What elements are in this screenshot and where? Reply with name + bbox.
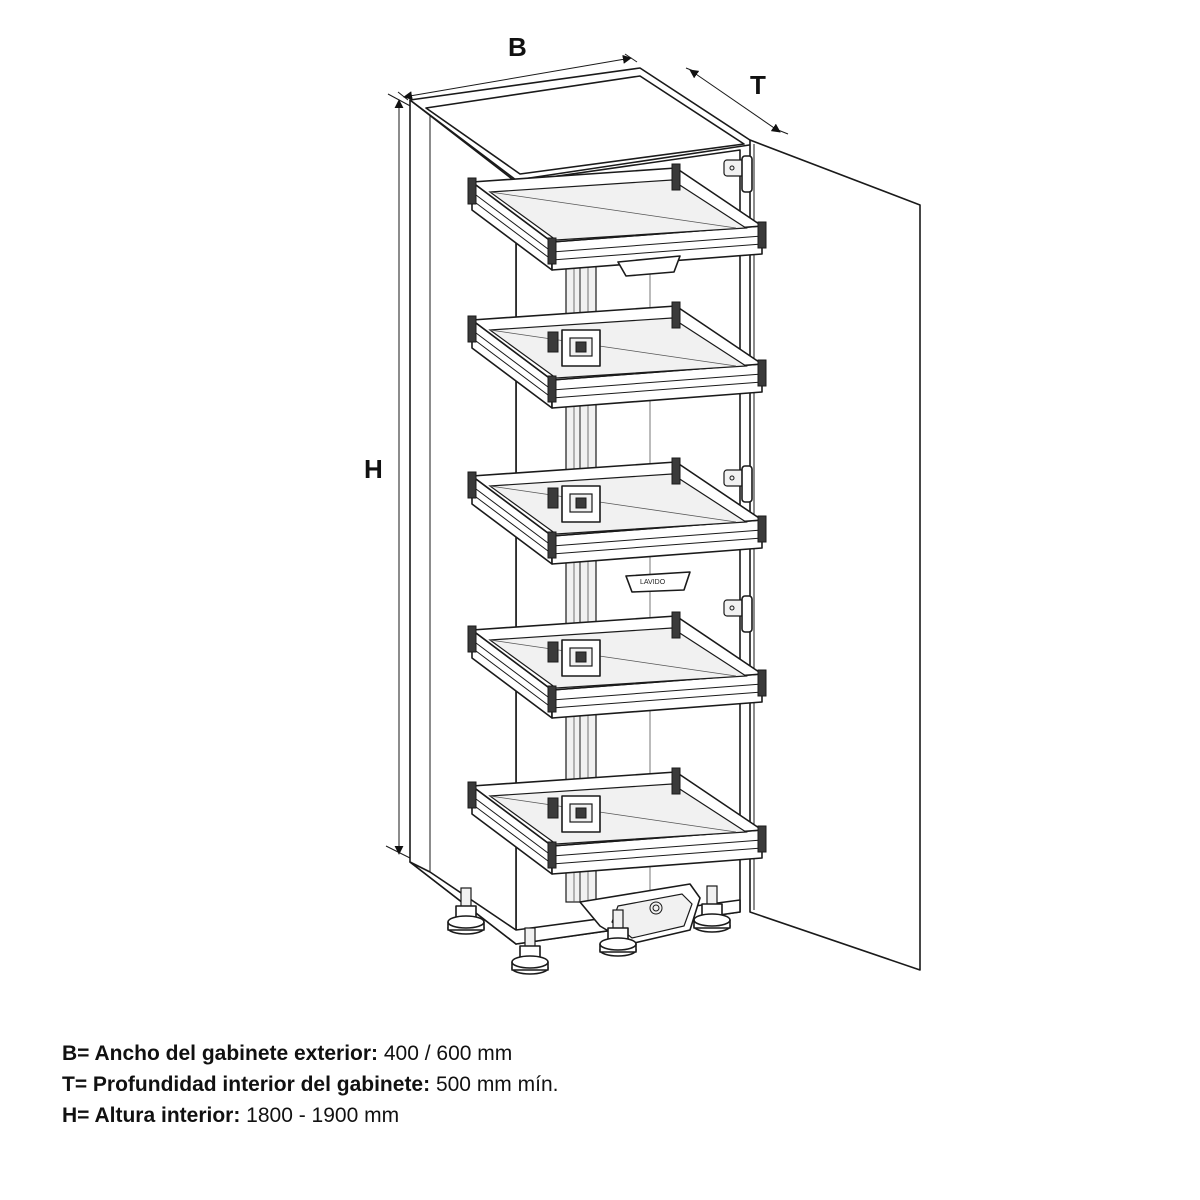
legend-key: T= Profundidad interior del gabinete: bbox=[62, 1073, 431, 1096]
dimension-b: B bbox=[397, 32, 638, 101]
hinge-icon bbox=[723, 465, 753, 503]
top-plate bbox=[617, 255, 681, 277]
legend-value: 500 mm mín. bbox=[430, 1073, 559, 1096]
shelf-tray bbox=[467, 163, 767, 271]
hinges bbox=[723, 155, 753, 633]
column-bracket bbox=[547, 329, 601, 367]
dimension-t: T bbox=[685, 67, 789, 135]
shelf-tray bbox=[467, 611, 767, 719]
cabinet-door bbox=[749, 139, 921, 971]
leveling-foot bbox=[447, 887, 485, 935]
dimension-h-label: H bbox=[364, 454, 383, 484]
legend-key: H= Altura interior: bbox=[62, 1104, 241, 1127]
legend-row-h: H= Altura interior: 1800 - 1900 mm bbox=[62, 1100, 558, 1131]
legend: B= Ancho del gabinete exterior: 400 / 60… bbox=[62, 1038, 558, 1131]
column-bracket bbox=[547, 795, 601, 833]
column-bracket bbox=[547, 639, 601, 677]
column-bracket bbox=[547, 485, 601, 523]
legend-row-t: T= Profundidad interior del gabinete: 50… bbox=[62, 1069, 558, 1100]
brand-label: LAVIDO bbox=[640, 579, 666, 586]
leveling-foot bbox=[599, 909, 637, 957]
leveling-feet bbox=[447, 885, 731, 975]
legend-value: 400 / 600 mm bbox=[378, 1042, 513, 1065]
legend-value: 1800 - 1900 mm bbox=[240, 1104, 400, 1127]
leveling-foot bbox=[693, 885, 731, 933]
legend-row-b: B= Ancho del gabinete exterior: 400 / 60… bbox=[62, 1038, 558, 1069]
legend-key: B= Ancho del gabinete exterior: bbox=[62, 1042, 379, 1065]
leveling-foot bbox=[511, 927, 549, 975]
brand-plate: LAVIDO bbox=[625, 571, 691, 593]
shelf-tray bbox=[467, 301, 767, 409]
hinge-icon bbox=[723, 155, 753, 193]
dimension-t-label: T bbox=[750, 70, 766, 100]
tray-stack bbox=[467, 163, 767, 875]
column-brackets bbox=[547, 329, 601, 833]
dimension-b-label: B bbox=[508, 32, 527, 62]
dimension-h: H bbox=[364, 93, 415, 861]
cabinet-diagram: B T H bbox=[364, 32, 921, 975]
shelf-tray bbox=[467, 767, 767, 875]
hinge-icon bbox=[723, 595, 753, 633]
